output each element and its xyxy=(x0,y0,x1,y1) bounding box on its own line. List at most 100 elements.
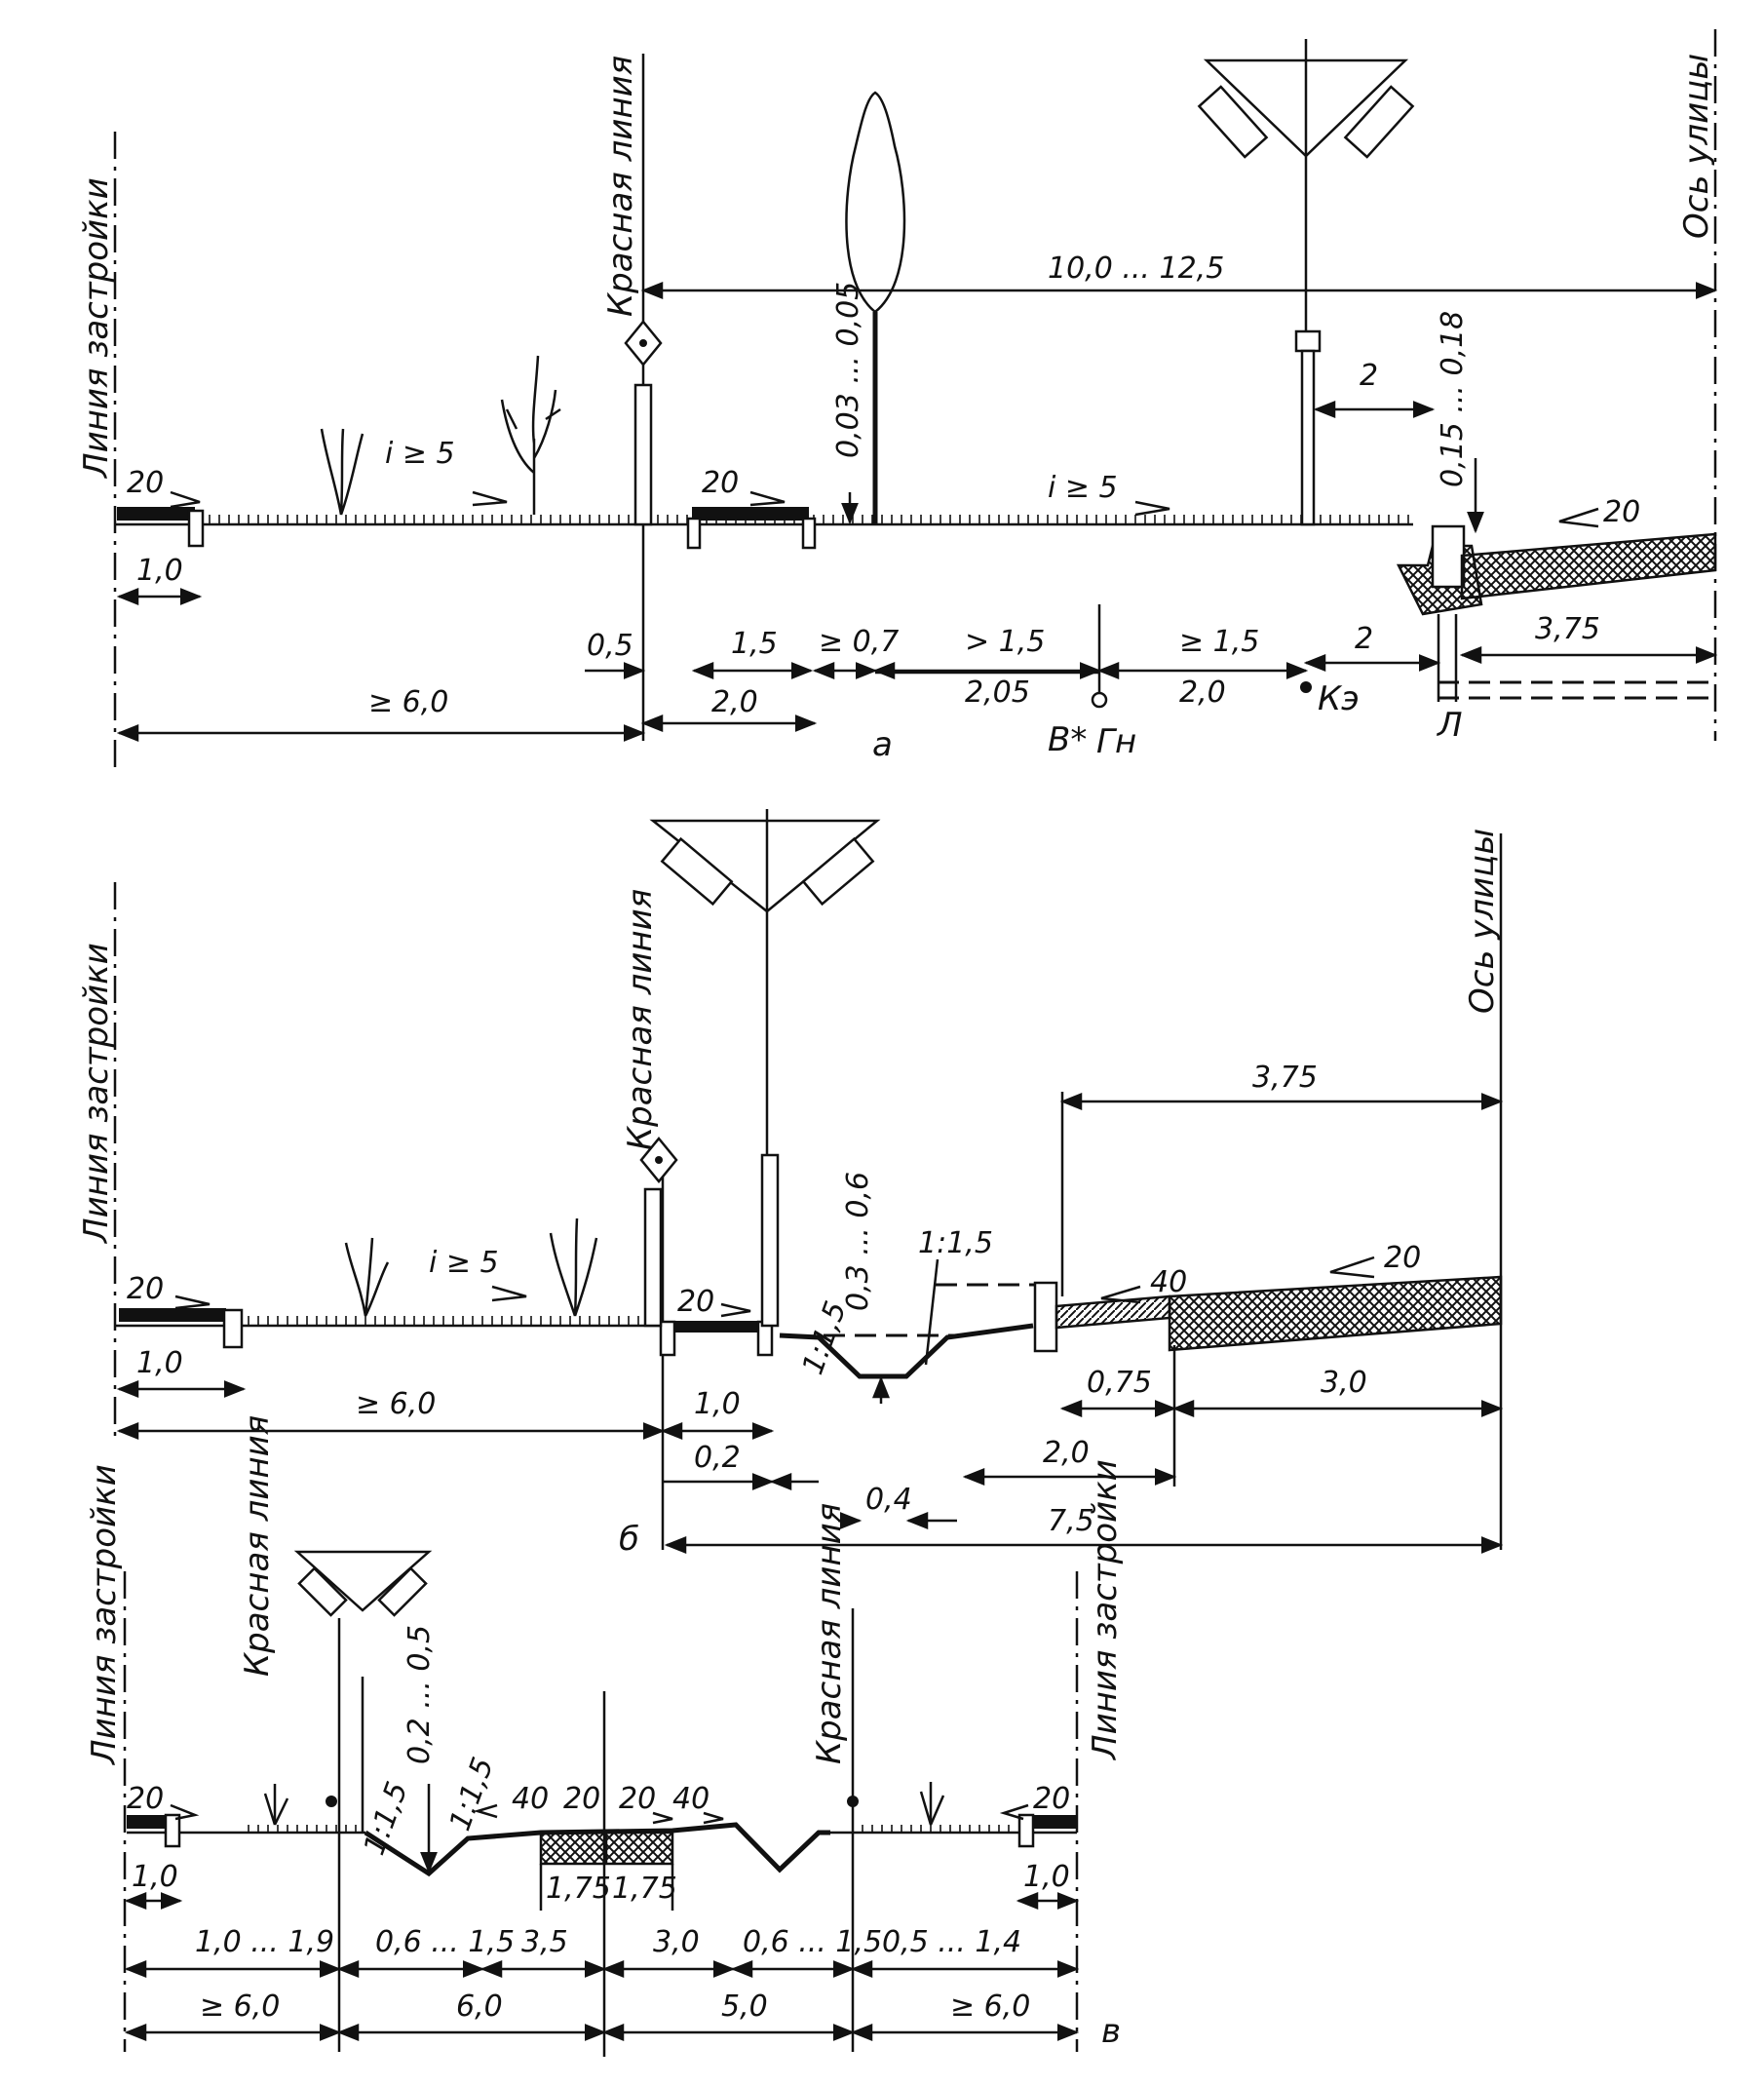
dim-0-5-1-4-v: 0,5 ... 1,4 xyxy=(882,1925,1021,1959)
slope-arrow-a1 xyxy=(170,490,201,509)
panel-b: Линия застройки Красная линия Ось улицы … xyxy=(77,809,1504,1559)
slope-20b-v: 20 xyxy=(619,1782,656,1816)
slope-arrow-v2 xyxy=(473,1803,498,1819)
dim-3-0-b: 3,0 xyxy=(1321,1366,1367,1400)
slope-arrow-b2 xyxy=(491,1285,527,1302)
slope-ratio-b: 1:1,5 xyxy=(918,1226,993,1260)
curb-stone-a1 xyxy=(187,509,205,548)
slope-40-b: 40 xyxy=(1150,1265,1187,1299)
building-line-label-v-left: Линия застройки xyxy=(85,1464,124,1766)
red-line-label-b: Красная линия xyxy=(621,889,660,1150)
building-line-label-b: Линия застройки xyxy=(77,943,116,1245)
sign-post-a xyxy=(1300,349,1316,526)
street-axis-label-b: Ось улицы xyxy=(1463,829,1502,1014)
dim-1-0-1-9-v: 1,0 ... 1,9 xyxy=(195,1925,334,1959)
dim-2-0-b: 2,0 xyxy=(1043,1436,1090,1470)
fence-post-b xyxy=(643,1187,663,1328)
slope-40a-v: 40 xyxy=(512,1782,549,1816)
lamp-b2 xyxy=(801,836,875,907)
lawn-v-right xyxy=(858,1825,1014,1833)
leader-slope-b xyxy=(924,1258,940,1366)
building-line-label-a: Линия застройки xyxy=(77,177,116,480)
sidewalk-left-b xyxy=(119,1308,226,1322)
building-line-label-v-right: Линия застройки xyxy=(1086,1459,1125,1761)
panel-letter-v: в xyxy=(1101,2012,1121,2051)
dim-ge-6-0-a: ≥ 6,0 xyxy=(368,685,448,719)
slope-left-a: 20 xyxy=(127,466,164,500)
slope-arrow-a4 xyxy=(1134,500,1170,517)
slope-ratio-b-v: 1:1,5 xyxy=(443,1753,501,1835)
drain-pipe-a xyxy=(1438,680,1715,700)
dim-5-0-v: 5,0 xyxy=(721,1989,768,2024)
lane-a-v: 1,75 xyxy=(546,1872,611,1906)
curb-stone-road-a xyxy=(1431,524,1466,589)
slope-left-b: 20 xyxy=(127,1272,164,1306)
lamp-v1 xyxy=(297,1566,348,1617)
sidewalk-v-left xyxy=(127,1815,166,1829)
bush-v2 xyxy=(919,1782,945,1826)
shoulder-b xyxy=(1055,1294,1171,1330)
road-pavement-b xyxy=(1168,1275,1503,1352)
traffic-sign-a xyxy=(1294,329,1322,353)
lamp-b1 xyxy=(660,836,734,907)
sidewalk-mid-b xyxy=(672,1321,760,1333)
dim-0-75-b: 0,75 xyxy=(1087,1366,1152,1400)
slope-arrow-b3 xyxy=(720,1302,751,1318)
slope-arrow-v4 xyxy=(703,1811,724,1825)
red-line-label-v-left: Красная линия xyxy=(238,1415,277,1677)
fence-post-a xyxy=(633,383,653,526)
dim-1-0-a: 1,0 xyxy=(136,554,183,588)
dim-ge-1-5-a: ≥ 1,5 xyxy=(1179,625,1259,659)
dim-1-0-left-v: 1,0 xyxy=(132,1860,178,1894)
ditch-depth-v: 0,2 ... 0,5 xyxy=(403,1625,437,1764)
sign-post-b xyxy=(760,1153,780,1328)
dim-6-0-v: 6,0 xyxy=(456,1989,503,2024)
dim-2-05-a: 2,05 xyxy=(965,676,1030,710)
dim-gt-1-5-a: > 1,5 xyxy=(965,625,1045,659)
dim-0-6-1-5b-v: 0,6 ... 1,5 xyxy=(743,1925,882,1959)
slope-20a-v: 20 xyxy=(563,1782,600,1816)
slope-ratio-a-v: 1:1,5 xyxy=(358,1777,415,1859)
slope-arrow-v5 xyxy=(999,1803,1029,1821)
dim-3-5-v: 3,5 xyxy=(521,1925,568,1959)
lamp-v2 xyxy=(377,1566,428,1617)
dim-3-75-b: 3,75 xyxy=(1252,1061,1318,1095)
dim-1-0b-b: 1,0 xyxy=(694,1387,741,1421)
street-axis-label-a: Ось улицы xyxy=(1677,54,1716,239)
red-line-label-v-right: Красная линия xyxy=(810,1503,849,1764)
lamp-a1 xyxy=(1197,85,1269,159)
dim-top-span-a: 10,0 ... 12,5 xyxy=(1048,251,1224,286)
slope-40b-v: 40 xyxy=(672,1782,709,1816)
sidewalk-mid-a xyxy=(692,507,809,521)
dim-0-5-a: 0,5 xyxy=(587,629,633,663)
mark-b-a: В* xyxy=(1048,720,1087,759)
lawn-v-left xyxy=(244,1825,361,1833)
dim-tree-clearance-a: 0,03 ... 0,05 xyxy=(831,282,865,458)
dim-3-75-a: 3,75 xyxy=(1535,612,1600,646)
bush-v1 xyxy=(263,1784,289,1826)
lane-b-v: 1,75 xyxy=(612,1872,677,1906)
slope-i-a: i ≥ 5 xyxy=(385,437,455,471)
dim-2-0b-a: 2,0 xyxy=(1179,676,1226,710)
mark-l-a: Л xyxy=(1436,706,1463,745)
dim-ge-6-0-b: ≥ 6,0 xyxy=(356,1387,436,1421)
panel-a: Линия застройки Красная линия Ось улицы xyxy=(77,29,1718,770)
slope-arrow-b4 xyxy=(1100,1285,1141,1304)
bush-b1 xyxy=(344,1237,390,1317)
slope-arrow-b5 xyxy=(1329,1255,1375,1279)
mark-gn-a: Гн xyxy=(1096,722,1136,761)
slope-road-a: 20 xyxy=(1603,495,1640,529)
red-line-marker-dot-b xyxy=(655,1156,663,1164)
cable-marker-a xyxy=(1300,681,1312,693)
panel-letter-b: б xyxy=(619,1520,639,1559)
slope-arrow-a2 xyxy=(472,490,508,507)
lamp-bracket-v xyxy=(293,1550,433,1612)
dim-7-5-b: 7,5 xyxy=(1048,1504,1094,1538)
dim-0-6-1-5a-v: 0,6 ... 1,5 xyxy=(375,1925,515,1959)
slope-20-left-v: 20 xyxy=(127,1782,164,1816)
road-pavement-a xyxy=(1460,532,1717,600)
dim-0-2-b: 0,2 xyxy=(694,1441,741,1475)
slope-arrow-b1 xyxy=(174,1294,211,1310)
curb-stone-v-left xyxy=(164,1813,181,1848)
